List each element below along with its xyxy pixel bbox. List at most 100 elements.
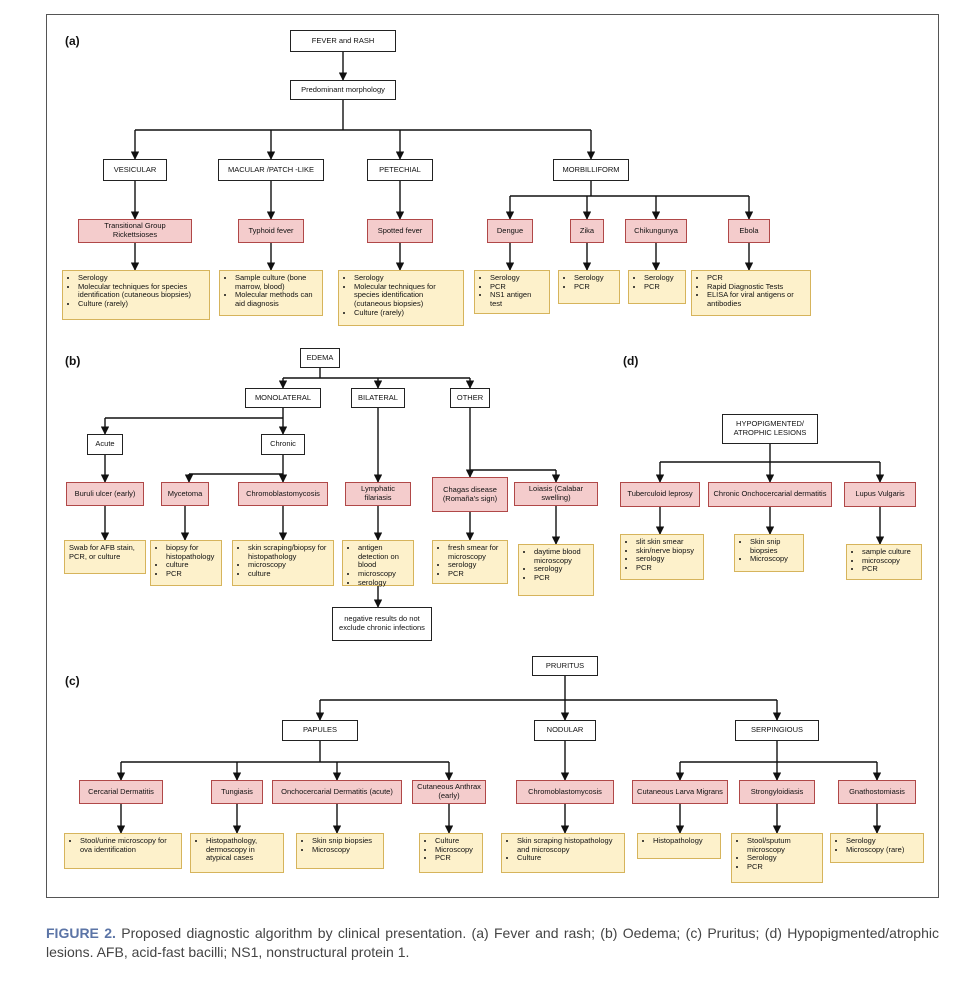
tests-strongyloidiasis: Stool/sputum microscopySerologyPCR [731, 833, 823, 883]
morbilliform-node: MORBILLIFORM [553, 159, 629, 181]
negative-results-note: negative results do not exclude chronic … [332, 607, 432, 641]
test-item: Skin snip biopsies [312, 836, 372, 846]
panel-label-b: (b) [65, 354, 81, 368]
serpiginous-node: SERPINGIOUS [735, 720, 819, 741]
tests-lymphatic-filariasis: antigen detection on bloodmicroscopysero… [342, 540, 414, 586]
disease-lymphatic-filariasis: Lymphatic filariasis [345, 482, 411, 506]
tests-cercarial-dermatitis: Stool/urine microscopy for ova identific… [64, 833, 182, 869]
panel-label-d: (d) [623, 354, 639, 368]
test-item: PCR [534, 573, 589, 583]
test-item: Stool/urine microscopy for ova identific… [80, 836, 177, 854]
tests-tuberculoid-leprosy: slit skin smearskin/nerve biopsyserology… [620, 534, 704, 580]
petechial-node: PETECHIAL [367, 159, 433, 181]
test-item: culture [248, 569, 329, 579]
test-item: Microscopy [435, 845, 473, 855]
test-item: serology [636, 555, 694, 564]
fever-rash-node: FEVER and RASH [290, 30, 396, 52]
disease-typhoid: Typhoid fever [238, 219, 304, 243]
tests-buruli-ulcer: Swab for AFB stain, PCR, or culture [64, 540, 146, 574]
tests-chikungunya: SerologyPCR [628, 270, 686, 304]
disease-cutaneous-larva-migrans: Cutaneous Larva Migrans [632, 780, 728, 804]
tests-dengue: SerologyPCRNS1 antigen test [474, 270, 550, 314]
test-item: Microscopy [312, 845, 372, 855]
test-item: PCR [574, 282, 604, 292]
bilateral-node: BILATERAL [351, 388, 405, 408]
test-item: Molecular techniques for species identif… [354, 282, 459, 309]
tests-zika: SerologyPCR [558, 270, 620, 304]
panel-label-c: (c) [65, 674, 80, 688]
tests-chronic-onchocercarial: Skin snip biopsiesMicroscopy [734, 534, 804, 572]
monolateral-node: MONOLATERAL [245, 388, 321, 408]
test-item: PCR [490, 282, 545, 292]
test-item: Molecular techniques for species identif… [78, 282, 205, 300]
disease-dengue: Dengue [487, 219, 533, 243]
disease-strongyloidiasis: Strongyloidiasis [739, 780, 815, 804]
tests-mycetoma: biopsy for histopathologyculturePCR [150, 540, 222, 586]
test-item: skin/nerve biopsy [636, 546, 694, 556]
tests-ebola: PCRRapid Diagnostic TestsELISA for viral… [691, 270, 811, 316]
test-item: antigen detection on blood [358, 543, 409, 570]
test-item: Serology [490, 273, 545, 283]
test-item: PCR [707, 273, 806, 283]
disease-buruli-ulcer: Buruli ulcer (early) [66, 482, 144, 506]
test-item: microscopy [862, 556, 911, 566]
test-item: serology [358, 578, 409, 588]
test-item: PCR [166, 569, 217, 579]
test-item: PCR [862, 565, 911, 574]
test-item: Culture (rarely) [354, 308, 459, 318]
test-item: Histopathology, dermoscopy in atypical c… [206, 836, 279, 863]
test-item: sample culture [862, 547, 911, 557]
test-item: Serology [846, 836, 904, 846]
other-node: OTHER [450, 388, 490, 408]
test-item: Histopathology [653, 836, 703, 846]
test-item: Rapid Diagnostic Tests [707, 282, 806, 292]
chronic-node: Chronic [261, 434, 305, 455]
disease-zika: Zika [570, 219, 604, 243]
disease-chagas: Chagas disease (Romaña's sign) [432, 477, 508, 512]
test-item: serology [448, 561, 503, 570]
test-item: Stool/sputum microscopy [747, 836, 818, 854]
disease-gnathostomiasis: Gnathostomiasis [838, 780, 916, 804]
test-item: microscopy [248, 561, 329, 570]
tests-chromoblastomycosis-b: skin scraping/biopsy for histopathologym… [232, 540, 334, 586]
figure-caption: FIGURE 2. Proposed diagnostic algorithm … [46, 924, 939, 962]
panel-label-a: (a) [65, 34, 80, 48]
test-item: Serology [644, 273, 674, 283]
tests-tgr: SerologyMolecular techniques for species… [62, 270, 210, 320]
test-item: Molecular methods can aid diagnosis [235, 290, 318, 308]
test-item: Serology [747, 854, 818, 863]
disease-spotted-fever: Spotted fever [367, 219, 433, 243]
disease-ebola: Ebola [728, 219, 770, 243]
disease-lupus-vulgaris: Lupus Vulgaris [844, 482, 916, 507]
disease-cutaneous-anthrax: Cutaneous Anthrax (early) [412, 780, 486, 804]
tests-cutaneous-anthrax: CultureMicroscopyPCR [419, 833, 483, 873]
test-item: Serology [354, 273, 459, 283]
predominant-morphology-node: Predominant morphology [290, 80, 396, 100]
test-item: Culture [517, 854, 620, 863]
macular-node: MACULAR /PATCH -LIKE [218, 159, 324, 181]
disease-chromoblastomycosis-b: Chromoblastomycosis [238, 482, 328, 506]
caption-text: Proposed diagnostic algorithm by clinica… [46, 925, 939, 960]
test-item: Culture [435, 836, 473, 846]
test-item: NS1 antigen test [490, 290, 545, 308]
disease-cercarial-dermatitis: Cercarial Dermatitis [79, 780, 163, 804]
test-item: PCR [636, 563, 694, 573]
tests-lupus-vulgaris: sample culturemicroscopyPCR [846, 544, 922, 580]
test-item: Microscopy [750, 555, 799, 564]
tests-onchocercarial-acute: Skin snip biopsiesMicroscopy [296, 833, 384, 869]
disease-mycetoma: Mycetoma [161, 482, 209, 506]
disease-tgr: Transitional Group Rickettsioses [78, 219, 192, 243]
test-item: daytime blood microscopy [534, 547, 589, 565]
tests-typhoid: Sample culture (bone marrow, blood)Molec… [219, 270, 323, 316]
test-item: ELISA for viral antigens or antibodies [707, 290, 806, 308]
vesicular-node: VESICULAR [103, 159, 167, 181]
test-item: Skin scraping histopathology and microsc… [517, 836, 620, 854]
test-item: PCR [448, 569, 503, 579]
test-item: Swab for AFB stain, PCR, or culture [69, 543, 135, 561]
test-item: serology [534, 565, 589, 574]
test-item: microscopy [358, 569, 409, 579]
tests-chromoblastomycosis-c: Skin scraping histopathology and microsc… [501, 833, 625, 873]
disease-chronic-onchocercarial: Chronic Onchocercarial dermatitis [708, 482, 832, 507]
test-item: fresh smear for microscopy [448, 543, 503, 561]
tests-cutaneous-larva-migrans: Histopathology [637, 833, 721, 859]
